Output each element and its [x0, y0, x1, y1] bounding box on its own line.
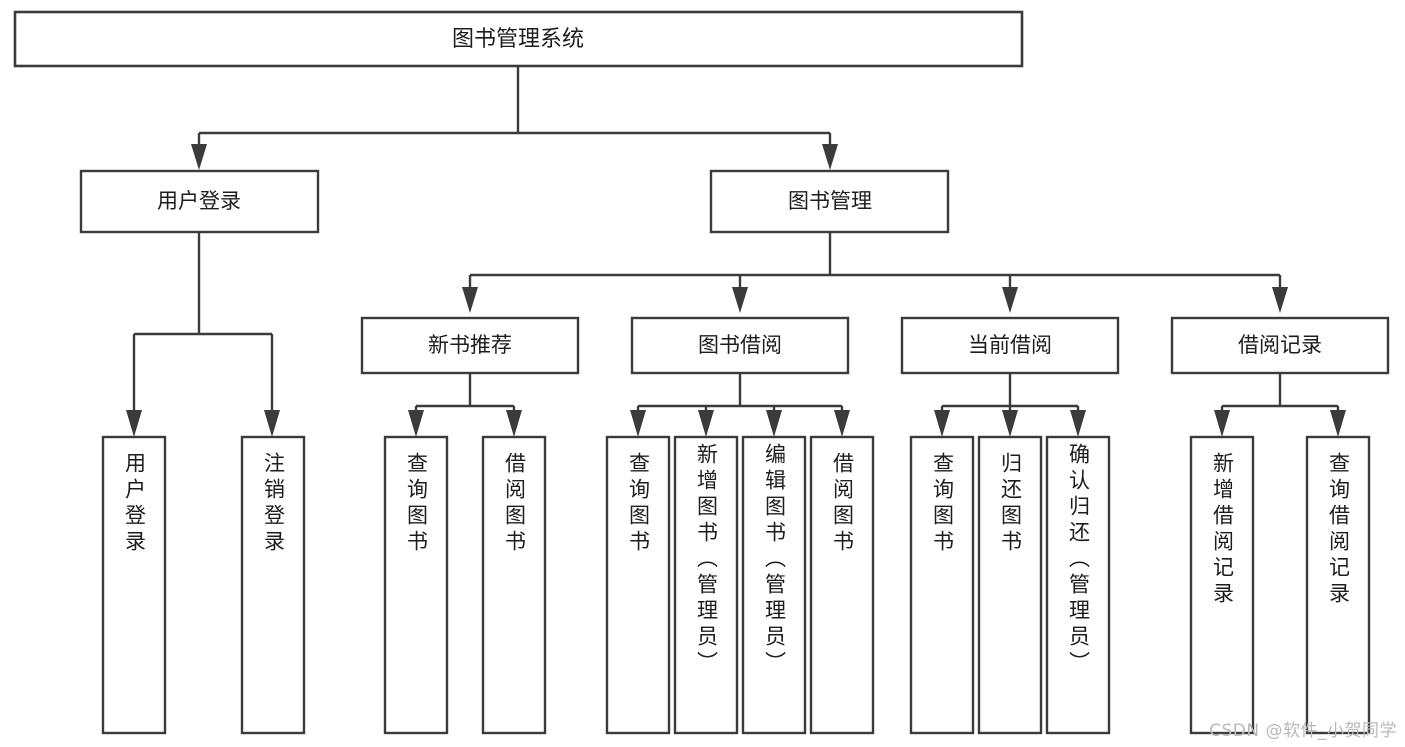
- arrow-head-leaf-cb-1: [934, 410, 950, 437]
- node-current-borrow[interactable]: 当前借阅: [900, 316, 1120, 375]
- node-borrow-record-box: [1170, 316, 1390, 375]
- leaf-box-br-2[interactable]: [1305, 435, 1371, 735]
- arrow-head-leaf-cb-3: [1070, 410, 1086, 437]
- node-book-management-label: 图书管理: [788, 189, 872, 213]
- node-book-borrow-label: 图书借阅: [698, 333, 782, 357]
- node-book-borrow[interactable]: 图书借阅: [630, 316, 850, 375]
- node-borrow-record-label: 借阅记录: [1238, 333, 1322, 357]
- node-current-borrow-box: [900, 316, 1120, 375]
- arrow-head-leaf-cb-2: [1002, 410, 1018, 437]
- leaf-box-bb-3[interactable]: [741, 435, 807, 735]
- arrow-head-leaf-bb-4: [834, 410, 850, 437]
- node-book-management-box: [709, 169, 950, 234]
- arrow-head-leaf-br-1: [1214, 410, 1230, 437]
- arrow-head-leaf-nbr-1: [408, 410, 424, 437]
- node-root-book-management-system[interactable]: 图书管理系统: [13, 10, 1024, 68]
- node-root-label: 图书管理系统: [452, 27, 584, 52]
- arrow-head-leaf-br-2: [1330, 410, 1346, 437]
- node-book-borrow-box: [630, 316, 850, 375]
- arrow-head-to-current-borrow: [1002, 287, 1018, 313]
- leaf-box-cb-3[interactable]: [1045, 435, 1111, 735]
- leaf-box-bb-2[interactable]: [673, 435, 739, 735]
- arrow-head-leaf-bb-1: [630, 410, 646, 437]
- node-root-box: [13, 10, 1024, 68]
- leaf-box-bb-4[interactable]: [809, 435, 875, 735]
- leaf-box-user-login-2[interactable]: [240, 435, 306, 735]
- node-book-management[interactable]: 图书管理: [709, 169, 950, 234]
- node-current-borrow-label: 当前借阅: [968, 333, 1052, 357]
- leaf-box-nbr-2[interactable]: [481, 435, 547, 735]
- leaf-box-br-1[interactable]: [1189, 435, 1255, 735]
- arrow-head-leaf-bb-3: [766, 410, 782, 437]
- node-new-book-recommend-box: [360, 316, 580, 375]
- arrow-head-to-new-book-recommend: [462, 287, 478, 313]
- arrow-head-leaf-user-login-2: [264, 410, 280, 437]
- node-borrow-record[interactable]: 借阅记录: [1170, 316, 1390, 375]
- leaf-box-nbr-1[interactable]: [383, 435, 449, 735]
- node-new-book-recommend-label: 新书推荐: [428, 333, 512, 357]
- arrow-head-to-book-borrow: [732, 287, 748, 313]
- arrow-head-leaf-bb-2: [698, 410, 714, 437]
- arrow-head-to-borrow-record: [1272, 287, 1288, 313]
- leaf-box-cb-1[interactable]: [909, 435, 975, 735]
- arrow-head-to-user-login: [191, 144, 207, 170]
- arrow-head-leaf-user-login-1: [126, 410, 142, 437]
- leaf-box-bb-1[interactable]: [605, 435, 671, 735]
- node-user-login-label: 用户登录: [157, 189, 241, 213]
- arrow-head-to-book-management: [822, 144, 838, 170]
- leaf-box-cb-2[interactable]: [977, 435, 1043, 735]
- leaf-box-user-login-1[interactable]: [101, 435, 167, 735]
- csdn-watermark: CSDN @软件_小贺同学: [1209, 721, 1397, 741]
- node-new-book-recommend[interactable]: 新书推荐: [360, 316, 580, 375]
- arrow-head-leaf-nbr-2: [506, 410, 522, 437]
- node-user-login[interactable]: 用户登录: [79, 169, 320, 234]
